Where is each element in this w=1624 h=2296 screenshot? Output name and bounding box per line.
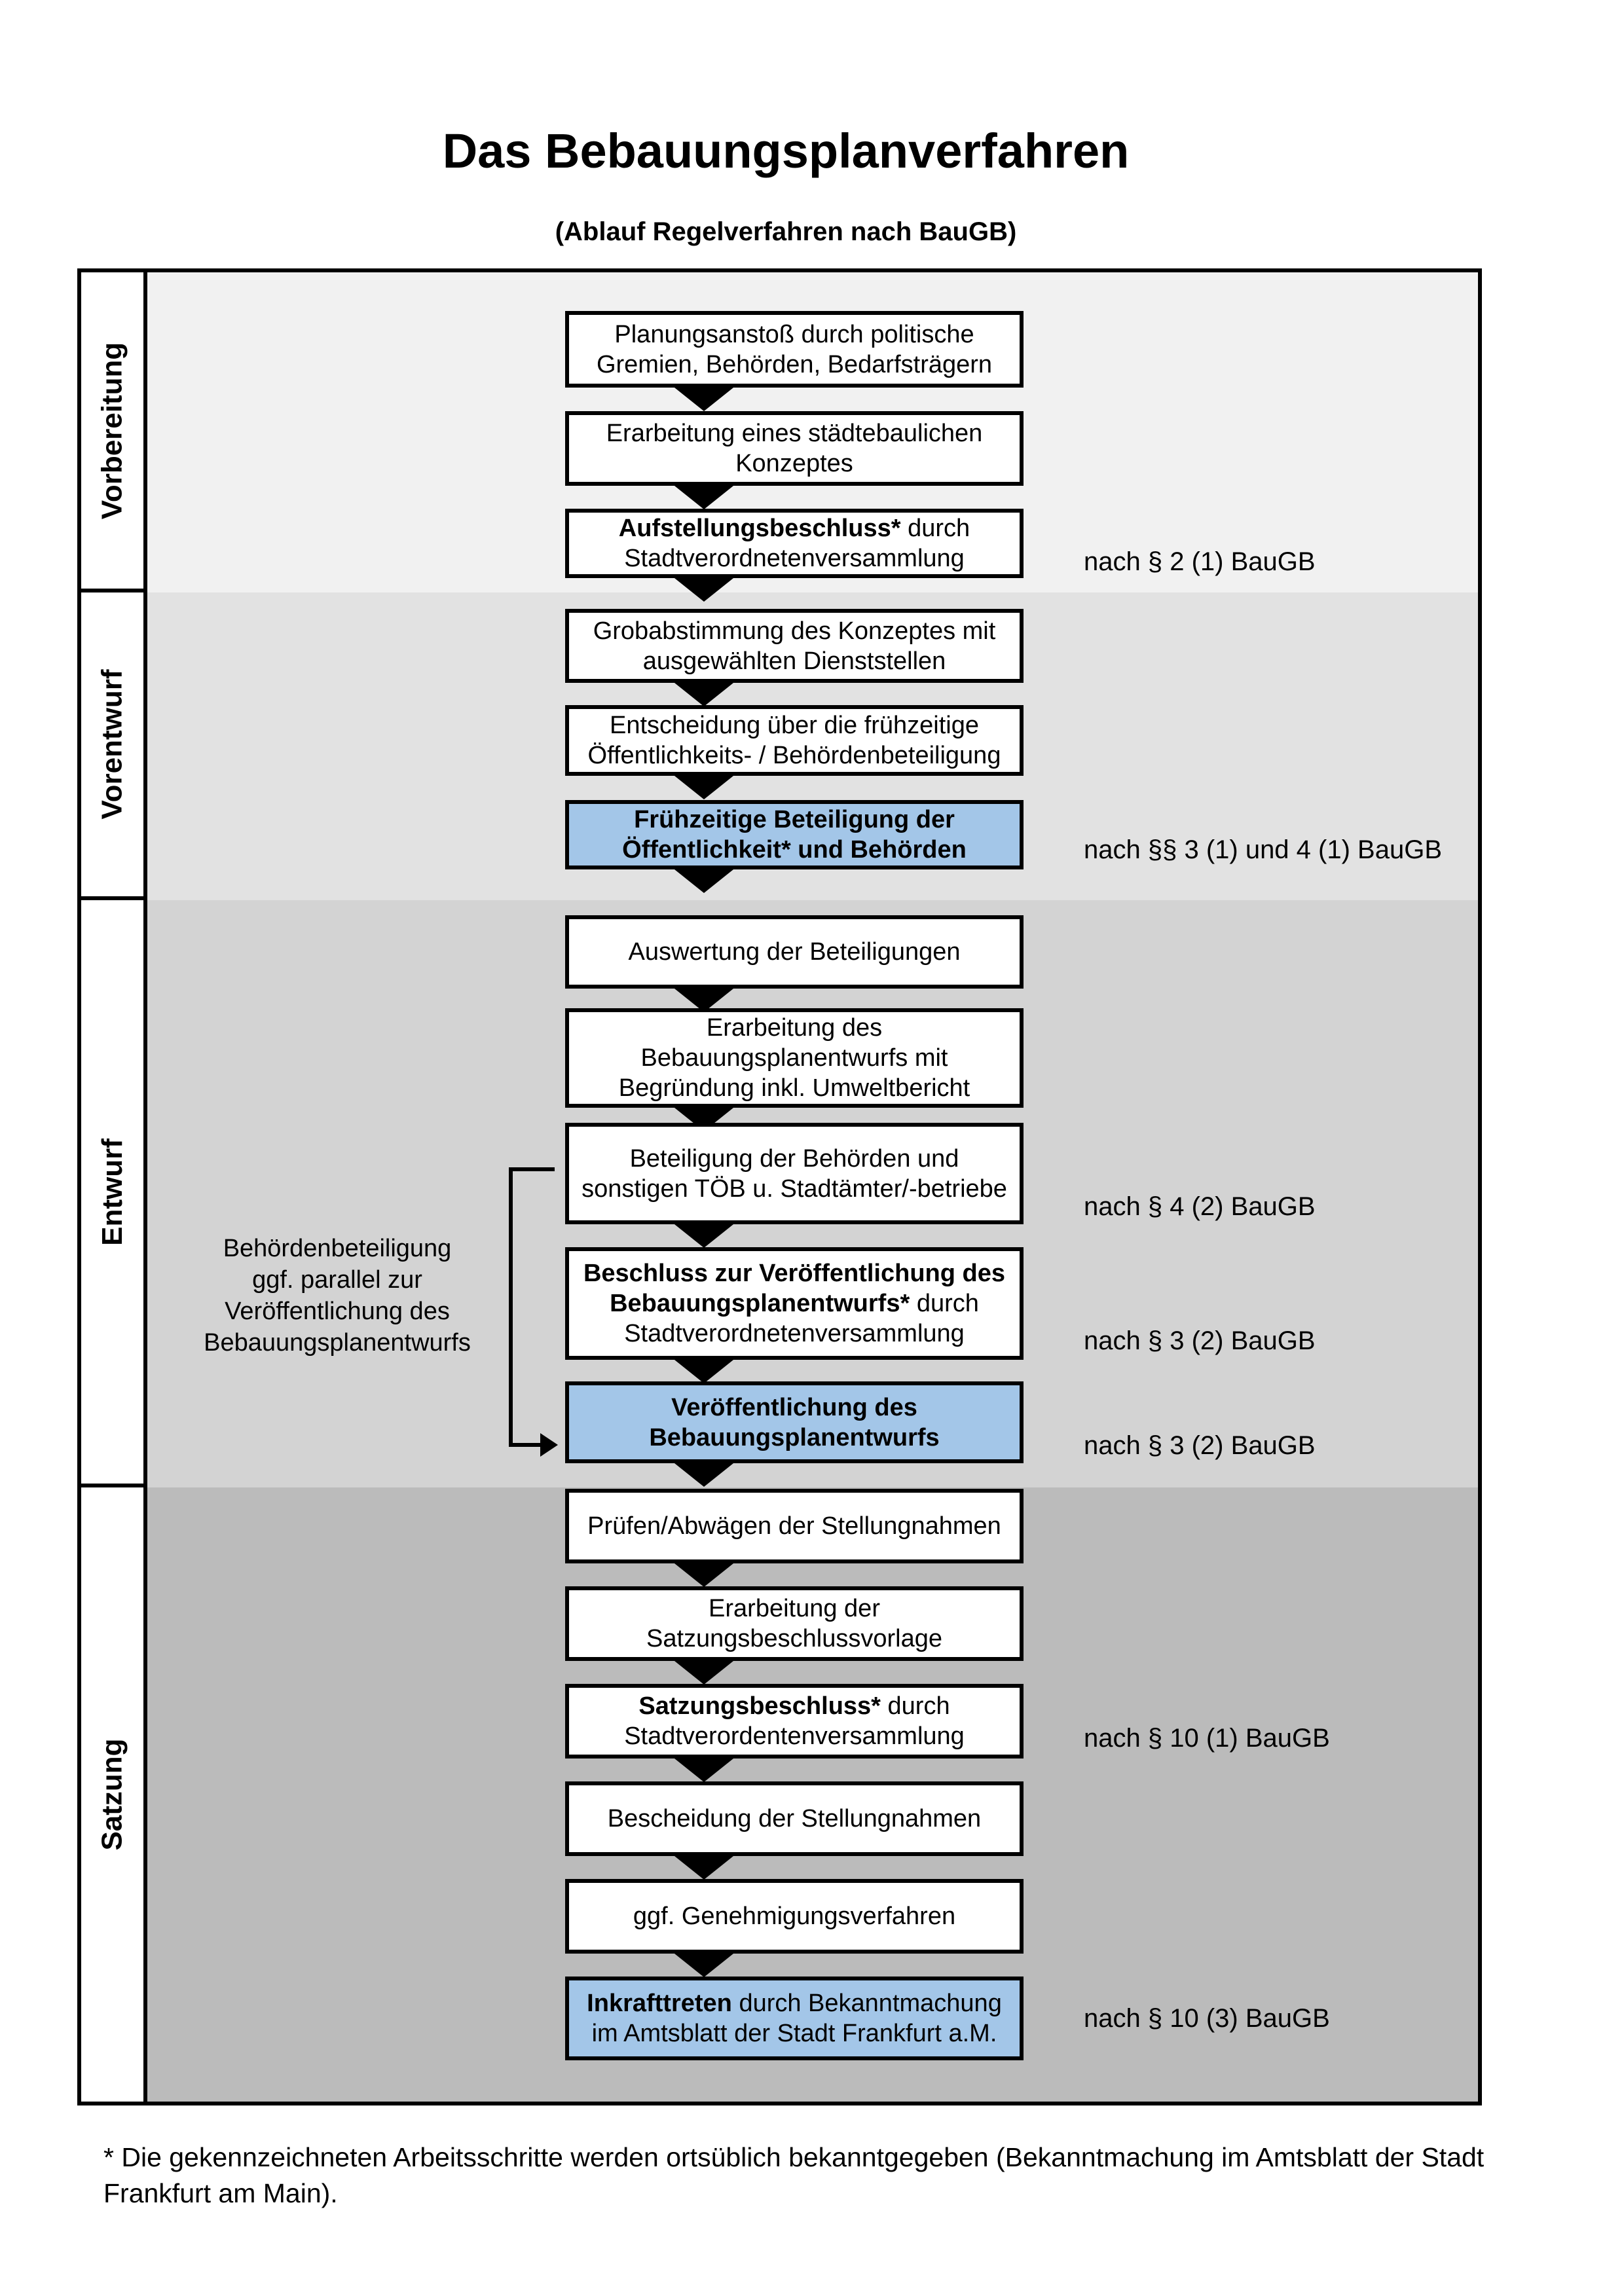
flow-box-line: ausgewählten Dienststellen xyxy=(642,647,946,675)
flow-arrow-down-icon xyxy=(674,486,733,509)
flow-arrow-down-icon xyxy=(674,683,733,706)
flow-box-line: Gremien, Behörden, Bedarfsträgern xyxy=(596,350,993,378)
flow-box-17: Inkrafttreten durch Bekanntmachung im Amt… xyxy=(565,1977,1024,2060)
parallel-connector-bottom-segment xyxy=(513,1443,542,1447)
phase-label: Vorentwurf xyxy=(96,669,128,820)
footnote-line-1: * Die gekennzeichneten Arbeitsschritte w… xyxy=(103,2142,1485,2172)
flow-box-line: Erarbeitung des xyxy=(706,1014,883,1042)
flow-box-line: Bebauungsplanentwurfs* durch xyxy=(610,1290,979,1317)
legal-ref-6: nach § 10 (1) BauGB xyxy=(1084,1724,1330,1753)
side-note-line: Behördenbeteiligung xyxy=(223,1235,452,1262)
footnote-line-2: Frankfurt am Main). xyxy=(103,2178,338,2208)
flow-box-12: Prüfen/Abwägen der Stellungnahmen xyxy=(565,1489,1024,1563)
legal-ref-2: nach §§ 3 (1) und 4 (1) BauGB xyxy=(1084,835,1442,864)
flow-box-15: Bescheidung der Stellungnahmen xyxy=(565,1781,1024,1856)
flow-box-line: Auswertung der Beteiligungen xyxy=(628,938,961,966)
phase-cell-2: Vorentwurf xyxy=(81,592,147,900)
flow-box-line: Öffentlichkeit* und Behörden xyxy=(622,836,967,864)
flow-box-16: ggf. Genehmigungsverfahren xyxy=(565,1879,1024,1954)
flow-box-line: Begründung inkl. Umweltbericht xyxy=(618,1074,970,1102)
flow-box-line: ggf. Genehmigungsverfahren xyxy=(633,1903,956,1930)
flow-box-line: sonstigen TÖB u. Stadtämter/-betriebe xyxy=(581,1175,1007,1203)
legal-ref-7: nach § 10 (3) BauGB xyxy=(1084,2004,1330,2033)
flow-arrow-down-icon xyxy=(674,1360,733,1383)
flow-box-7: Auswertung der Beteiligungen xyxy=(565,915,1024,989)
phase-label: Vorbereitung xyxy=(96,342,128,519)
flow-box-line: Erarbeitung der xyxy=(709,1595,880,1622)
legal-ref-5: nach § 3 (2) BauGB xyxy=(1084,1431,1316,1460)
footnote: * Die gekennzeichneten Arbeitsschritte w… xyxy=(103,2140,1557,2212)
flow-box-line: Frühzeitige Beteiligung der xyxy=(634,806,955,833)
flow-arrow-down-icon xyxy=(674,1954,733,1977)
flow-box-line: Prüfen/Abwägen der Stellungnahmen xyxy=(587,1512,1001,1540)
flow-box-line: Entscheidung über die frühzeitige xyxy=(609,712,980,739)
flow-arrow-down-icon xyxy=(674,1758,733,1782)
flow-box-line: Konzeptes xyxy=(735,450,853,477)
flow-box-line: Aufstellungsbeschluss* durch xyxy=(618,515,970,542)
flow-box-line: Planungsanstoß durch politische xyxy=(614,320,974,348)
flow-arrow-down-icon xyxy=(674,1661,733,1685)
flow-arrow-down-icon xyxy=(674,776,733,799)
flow-box-line: im Amtsblatt der Stadt Frankfurt a.M. xyxy=(591,2020,997,2047)
side-note-line: Veröffentlichung des xyxy=(225,1298,450,1325)
legal-ref-4: nach § 3 (2) BauGB xyxy=(1084,1326,1316,1355)
flow-box-line: Veröffentlichung des xyxy=(671,1393,917,1421)
legal-ref-1: nach § 2 (1) BauGB xyxy=(1084,547,1316,576)
flow-arrow-down-icon xyxy=(674,578,733,602)
flow-arrow-down-icon xyxy=(674,1563,733,1587)
flow-arrow-down-icon xyxy=(674,1463,733,1487)
flow-box-line: Stadtverordnetenversammlung xyxy=(624,1320,965,1347)
phase-label: Entwurf xyxy=(96,1138,128,1246)
flow-arrow-down-icon xyxy=(674,1856,733,1880)
flow-box-line: Bescheidung der Stellungnahmen xyxy=(607,1805,982,1832)
flow-box-line: Bebauungsplanentwurfs mit xyxy=(640,1044,948,1072)
flow-box-line: Stadtverordentenversammlung xyxy=(624,1722,965,1750)
flow-box-line: Inkrafttreten durch Bekanntmachung xyxy=(587,1990,1002,2017)
parallel-connector-vertical-segment xyxy=(509,1167,513,1447)
parallel-connector-top-segment xyxy=(509,1167,555,1171)
phase-cell-3: Entwurf xyxy=(81,900,147,1487)
flow-box-line: Öffentlichkeits- / Behördenbeteiligung xyxy=(587,742,1001,769)
flow-box-line: Beteiligung der Behörden und xyxy=(629,1144,959,1173)
parallel-connector-arrowhead-icon xyxy=(540,1433,558,1457)
flow-box-line: Grobabstimmung des Konzeptes mit xyxy=(593,617,996,645)
flow-arrow-down-icon xyxy=(674,1224,733,1248)
phase-cell-4: Satzung xyxy=(81,1487,147,2102)
side-note-line: Bebauungsplanentwurfs xyxy=(204,1329,471,1357)
flow-arrow-down-icon xyxy=(674,388,733,411)
page-title: Das Bebauungsplanverfahren xyxy=(442,124,1130,178)
phase-label: Satzung xyxy=(96,1738,128,1851)
flow-box-line: Stadtverordnetenversammlung xyxy=(624,545,965,572)
flow-box-line: Beschluss zur Veröffentlichung des xyxy=(583,1260,1006,1287)
flow-box-line: Satzungsbeschlussvorlage xyxy=(646,1625,943,1652)
legal-ref-3: nach § 4 (2) BauGB xyxy=(1084,1192,1316,1221)
flow-arrow-down-icon xyxy=(674,869,733,893)
flow-box-line: Erarbeitung eines städtebaulichen xyxy=(606,420,983,447)
page-subtitle: (Ablauf Regelverfahren nach BauGB) xyxy=(555,217,1017,246)
phase-cell-1: Vorbereitung xyxy=(81,272,147,592)
flow-box-line: Satzungsbeschluss* durch xyxy=(638,1692,950,1720)
side-note-line: ggf. parallel zur xyxy=(252,1266,422,1294)
flow-box-line: Bebauungsplanentwurfs xyxy=(649,1423,940,1451)
